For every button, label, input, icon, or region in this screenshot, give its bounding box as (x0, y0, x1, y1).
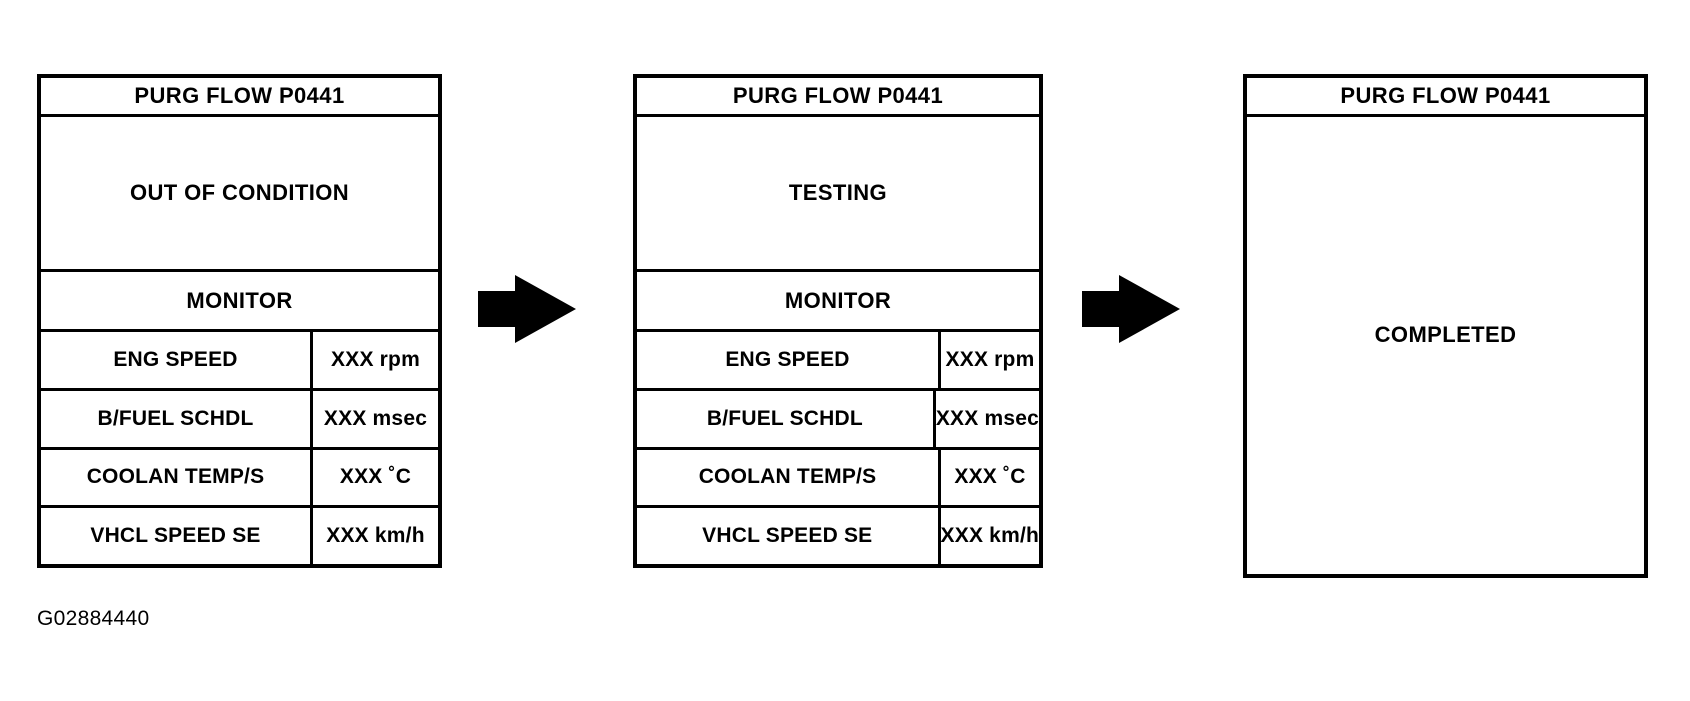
table-row: VHCL SPEED SE XXX km/h (637, 508, 1039, 564)
parameter-value: XXX km/h (940, 524, 1039, 548)
panel-header-title: PURG FLOW P0441 (41, 78, 438, 117)
figure-caption: G02884440 (37, 607, 150, 630)
panel-status-message: OUT OF CONDITION (41, 117, 438, 272)
parameter-value: XXX rpm (331, 347, 420, 371)
monitor-data-table: ENG SPEED XXX rpm B/FUEL SCHDL XXX msec … (41, 332, 438, 564)
parameter-label: VHCL SPEED SE (637, 508, 941, 564)
table-row: ENG SPEED XXX rpm (41, 332, 438, 391)
parameter-value: XXX msec (323, 406, 428, 430)
scan-tool-panel-out-of-condition: PURG FLOW P0441 OUT OF CONDITION MONITOR… (37, 74, 442, 568)
table-row: VHCL SPEED SE XXX km/h (41, 508, 438, 564)
parameter-value: XXX ˚C (954, 465, 1026, 489)
right-arrow-icon (1082, 275, 1180, 343)
monitor-data-table: ENG SPEED XXX rpm B/FUEL SCHDL XXX msec … (637, 332, 1039, 564)
panel-header-title: PURG FLOW P0441 (637, 78, 1039, 117)
panel-body: COMPLETED (1247, 117, 1644, 574)
scan-tool-panel-testing: PURG FLOW P0441 TESTING MONITOR ENG SPEE… (633, 74, 1043, 568)
parameter-label: B/FUEL SCHDL (637, 390, 936, 447)
right-arrow-icon (478, 275, 576, 343)
parameter-value: XXX ˚C (339, 465, 412, 489)
parameter-value: XXX msec (935, 406, 1039, 430)
parameter-label: COOLAN TEMP/S (41, 449, 313, 506)
parameter-label: B/FUEL SCHDL (41, 390, 313, 447)
parameter-label: ENG SPEED (41, 332, 313, 388)
table-row: B/FUEL SCHDL XXX msec (41, 390, 438, 450)
table-row: COOLAN TEMP/S XXX ˚C (41, 449, 438, 509)
panel-monitor-label: MONITOR (637, 272, 1039, 332)
parameter-value: XXX rpm (945, 347, 1035, 371)
panel-header-title: PURG FLOW P0441 (1247, 78, 1644, 117)
parameter-label: ENG SPEED (637, 332, 941, 388)
parameter-value: XXX km/h (326, 524, 425, 548)
parameter-label: COOLAN TEMP/S (637, 449, 941, 506)
panel-status-message: COMPLETED (1374, 322, 1517, 347)
table-row: COOLAN TEMP/S XXX ˚C (637, 449, 1039, 509)
table-row: ENG SPEED XXX rpm (637, 332, 1039, 391)
panel-status-message: TESTING (637, 117, 1039, 272)
table-row: B/FUEL SCHDL XXX msec (637, 390, 1039, 450)
scan-tool-panel-completed: PURG FLOW P0441 COMPLETED (1243, 74, 1648, 578)
panel-monitor-label: MONITOR (41, 272, 438, 332)
parameter-label: VHCL SPEED SE (41, 508, 313, 564)
